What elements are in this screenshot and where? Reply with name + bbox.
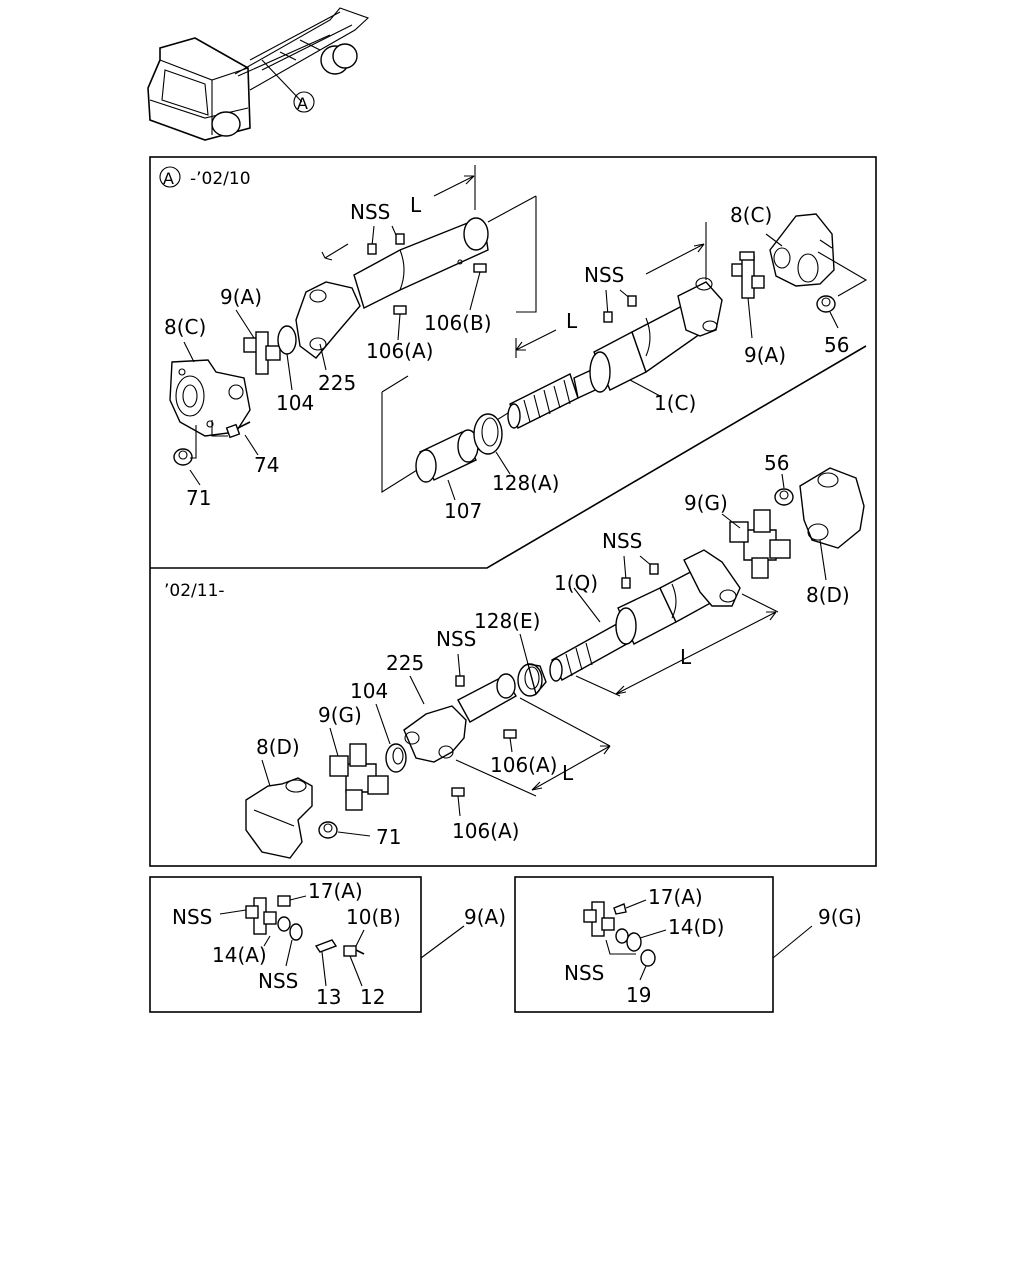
section-a: A -’02/10 [159, 165, 868, 523]
label-l-b-right: L [680, 645, 692, 669]
section-a-date-range: -’02/10 [190, 169, 251, 189]
kit-9g-label-19: 19 [626, 983, 651, 1007]
label-nss-b-top: NSS [602, 529, 642, 553]
section-b-date-range: ’02/11- [164, 581, 225, 601]
nut-56-b [774, 473, 794, 506]
label-9a-a-right: 9(A) [744, 343, 786, 367]
kit-9a-label-17a: 17(A) [308, 879, 363, 903]
label-106a-b-right: 106(A) [490, 753, 557, 777]
label-106b-a: 106(B) [424, 311, 492, 335]
splined-shaft-1c [507, 277, 723, 429]
dimension-l-right-b [575, 593, 779, 697]
label-l-a-top: L [410, 193, 422, 217]
seal-128e [517, 633, 547, 697]
kit-9g-panel: 9(G) 17(A) 14(D) NSS 19 [514, 876, 862, 1013]
flange-yoke-8d-left [245, 759, 313, 859]
flange-yoke-8c-right [765, 213, 835, 287]
label-1q: 1(Q) [554, 571, 598, 595]
kit-9a-label-13: 13 [316, 985, 341, 1009]
label-104-a: 104 [276, 391, 314, 415]
kit-9a-panel: 9(A) 17(A) NSS 14(A) NSS 10(B) 13 12 [149, 876, 506, 1013]
kit-9a-label-nss-bottom: NSS [258, 969, 298, 993]
bushing-107 [415, 429, 479, 501]
label-106a-b-bottom: 106(A) [452, 819, 519, 843]
dimension-l-mid [515, 329, 557, 358]
section-b: ’02/11- 56 8(D) 9(G) [164, 451, 865, 859]
universal-joint-9g-left [329, 727, 389, 811]
label-225-a: 225 [318, 371, 356, 395]
shaft-1q [549, 549, 741, 682]
kit-9a-title: 9(A) [464, 905, 506, 929]
kit-9a-label-nss-left: NSS [172, 905, 212, 929]
label-225-b: 225 [386, 651, 424, 675]
kit-9g-label-14d: 14(D) [668, 915, 724, 939]
label-nss-a-top: NSS [350, 200, 390, 224]
kit-9g-label-17a: 17(A) [648, 885, 703, 909]
label-nss-b-mid: NSS [436, 627, 476, 651]
main-frame [149, 156, 877, 867]
label-9g-b-left: 9(G) [318, 703, 362, 727]
sleeve-yoke-225-a [295, 217, 489, 371]
kit-9a-label-10b: 10(B) [346, 905, 401, 929]
grease-fitting-106a-b-right [503, 729, 517, 753]
nut-71-a [173, 425, 201, 486]
label-56-b: 56 [764, 451, 789, 475]
label-74: 74 [254, 453, 279, 477]
nut-71-b [318, 821, 371, 839]
universal-joint-9g-right [721, 509, 791, 579]
snap-ring-104-a [277, 325, 297, 391]
label-8c-a-left: 8(C) [164, 315, 206, 339]
label-8d-b-left: 8(D) [256, 735, 300, 759]
label-71-b: 71 [376, 825, 401, 849]
grease-fitting-106b-a [457, 259, 487, 311]
label-l-b-bottom: L [562, 761, 574, 785]
snap-ring-104-b [375, 703, 407, 773]
kit-9g-title: 9(G) [818, 905, 862, 929]
bolt-74 [211, 420, 259, 456]
label-128e: 128(E) [474, 609, 540, 633]
label-107: 107 [444, 499, 482, 523]
locator-circle-letter: A [297, 94, 308, 113]
label-1c: 1(C) [654, 391, 696, 415]
grease-fitting-106a-a [393, 305, 407, 341]
nut-56-a [816, 295, 839, 329]
flange-yoke-8d-right [799, 467, 865, 581]
universal-joint-9a-left [235, 309, 281, 375]
dimension-l-right-a [645, 222, 707, 280]
label-9a-a-left: 9(A) [220, 285, 262, 309]
universal-joint-9a-right [731, 251, 765, 339]
kit-9a-label-12: 12 [360, 985, 385, 1009]
flange-yoke-8c-left [169, 359, 251, 437]
label-8d-b-right: 8(D) [806, 583, 850, 607]
label-106a-a: 106(A) [366, 339, 433, 363]
label-56-a: 56 [824, 333, 849, 357]
section-a-circle-letter: A [163, 169, 174, 188]
label-128a: 128(A) [492, 471, 559, 495]
label-8c-a-right: 8(C) [730, 203, 772, 227]
kit-9g-label-nss: NSS [564, 961, 604, 985]
seal-128a [473, 413, 511, 475]
dimension-l-bottom [455, 697, 611, 797]
sleeve-yoke-225-b [403, 673, 517, 763]
dimension-l-top [433, 165, 537, 313]
kit-9a-label-14a: 14(A) [212, 943, 267, 967]
label-9g-b-right: 9(G) [684, 491, 728, 515]
section-divider [150, 345, 867, 569]
truck-locator: A [147, 7, 370, 141]
label-l-a-mid: L [566, 309, 578, 333]
grease-fitting-106a-b-bottom [451, 787, 465, 817]
label-71-a: 71 [186, 486, 211, 510]
label-nss-a-right: NSS [584, 263, 624, 287]
label-104-b: 104 [350, 679, 388, 703]
